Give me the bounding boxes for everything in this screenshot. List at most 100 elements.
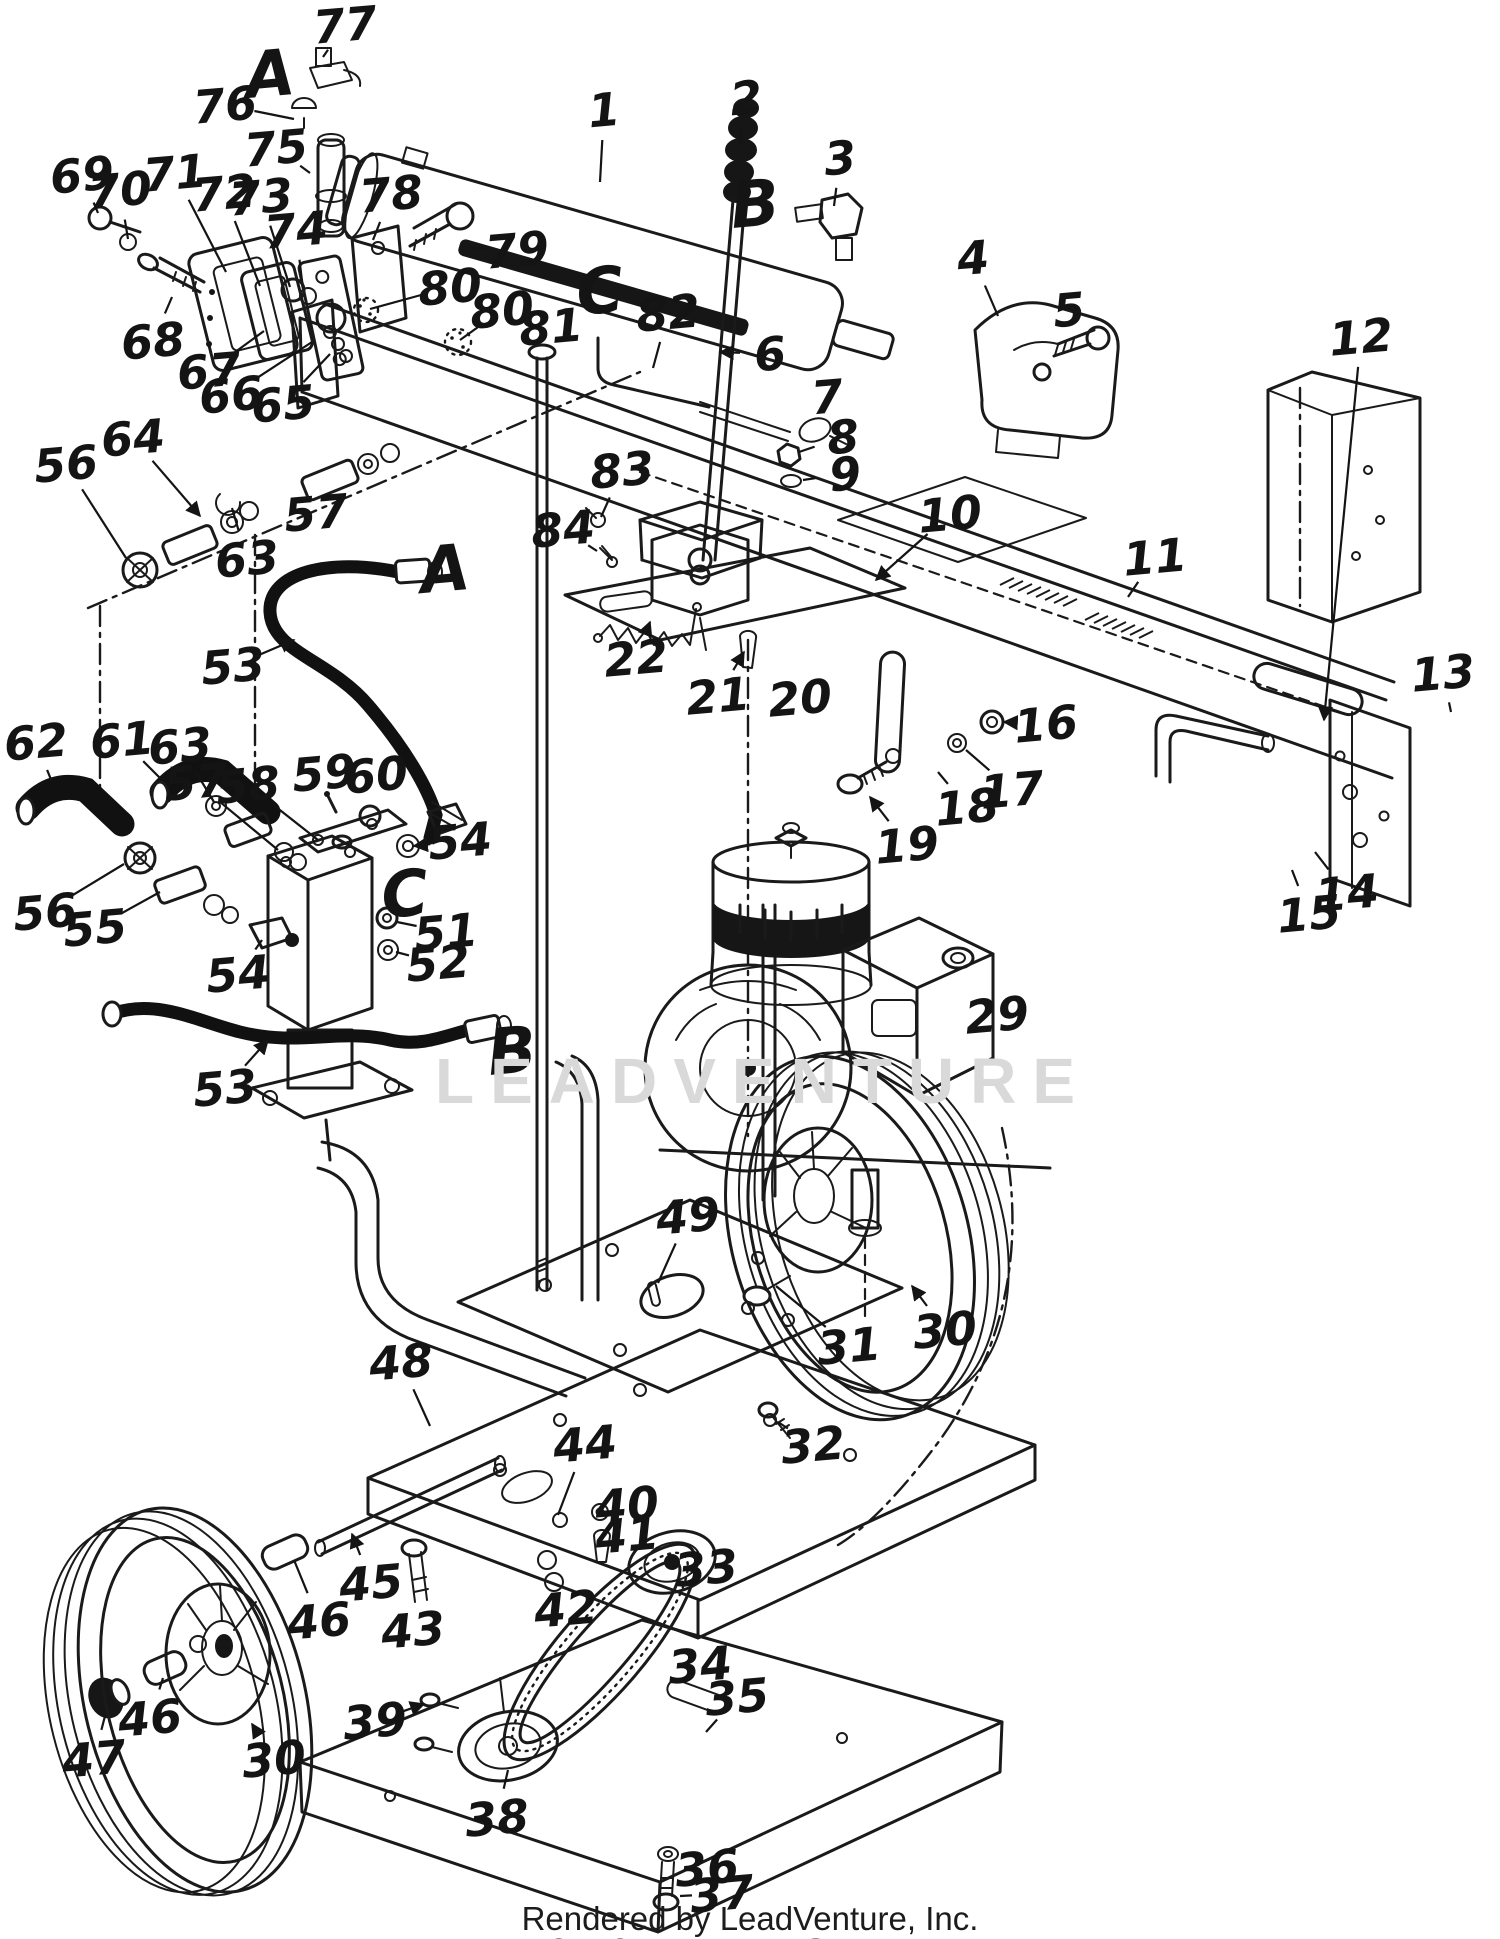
leader-53a (260, 638, 296, 656)
callout-80a: 80 (416, 257, 484, 316)
callout-61: 61 (88, 710, 156, 769)
leader-49 (656, 1242, 677, 1284)
callout-4: 4 (954, 230, 992, 287)
callout-12: 12 (1327, 307, 1395, 366)
callout-40: 40 (592, 1475, 661, 1534)
callout-48: 48 (366, 1332, 435, 1391)
callout-71: 71 (141, 143, 209, 202)
threaded-rod-hatch (999, 577, 1154, 639)
callout-14: 14 (1313, 863, 1381, 922)
leader-67 (232, 330, 265, 355)
link-18-hardware (836, 650, 1005, 795)
leader-15 (1290, 869, 1300, 887)
callout-21: 21 (684, 666, 752, 725)
callout-B2: B (484, 1013, 539, 1091)
callout-51: 51 (412, 902, 480, 961)
leader-77 (322, 49, 329, 58)
leader-66 (255, 341, 313, 380)
leader-17 (965, 749, 991, 772)
callout-30a: 30 (911, 1300, 979, 1359)
axle-assembly (88, 1455, 506, 1719)
callout-42: 42 (531, 1579, 600, 1638)
callout-11: 11 (1121, 527, 1189, 586)
carriage-plate-48 (366, 1328, 1037, 1640)
callout-29: 29 (963, 985, 1031, 1044)
leader-32 (777, 1421, 789, 1430)
callout-46a: 46 (284, 1591, 353, 1650)
leader-35 (705, 1718, 718, 1733)
leader-14 (1314, 851, 1330, 871)
hose-53-upper (263, 557, 463, 845)
leader-22 (637, 620, 653, 638)
callout-13: 13 (1409, 643, 1477, 702)
callout-72: 72 (190, 163, 258, 222)
callout-57b: 57 (162, 752, 230, 811)
callout-33: 33 (672, 1538, 740, 1597)
hydraulic-tubes (316, 638, 1014, 1547)
callout-16: 16 (1012, 694, 1080, 753)
callout-43: 43 (378, 1600, 447, 1659)
leader-12 (1317, 366, 1360, 722)
callout-63b: 63 (146, 716, 214, 775)
callout-70: 70 (86, 160, 154, 219)
leader-9 (802, 477, 816, 482)
callout-18: 18 (933, 777, 1001, 836)
callout-62: 62 (2, 712, 70, 771)
callout-31: 31 (815, 1316, 883, 1375)
callout-64: 64 (99, 408, 167, 467)
leader-11 (1127, 581, 1140, 598)
leader-38 (502, 1769, 510, 1790)
small-hardware-mid-beam (585, 417, 847, 568)
long-rod-81 (527, 343, 557, 1292)
callout-58: 58 (214, 755, 282, 814)
leader-19 (869, 795, 890, 822)
callout-59: 59 (290, 743, 358, 802)
callout-22: 22 (602, 628, 670, 687)
wedge-plate-12 (1266, 370, 1422, 624)
leader-2 (738, 127, 744, 146)
leader-63a (230, 507, 240, 531)
callout-49: 49 (653, 1186, 722, 1245)
leader-6 (718, 344, 741, 361)
leader-56b (70, 863, 125, 898)
upper-fitting-chain (86, 370, 642, 800)
callout-38: 38 (463, 1788, 531, 1847)
leader-71 (187, 199, 227, 273)
callout-2: 2 (728, 70, 765, 127)
leader-48 (412, 1388, 432, 1427)
callout-A1: A (237, 36, 298, 114)
callout-80b: 80 (468, 280, 536, 339)
callout-52: 52 (404, 933, 472, 992)
grease-spots-80 (352, 296, 473, 357)
callout-54a: 54 (426, 811, 494, 870)
callout-6: 6 (752, 326, 789, 383)
leader-74 (298, 259, 304, 282)
lock-wire-82 (596, 336, 791, 442)
engine-mount-plate (456, 1198, 904, 1394)
callout-A2: A (412, 531, 473, 609)
callout-3: 3 (822, 130, 859, 187)
leader-76 (254, 109, 295, 121)
main-beam (290, 298, 1412, 908)
callout-56a: 56 (32, 434, 100, 493)
leader-80a (369, 293, 422, 311)
leader-72 (233, 220, 262, 287)
callout-55: 55 (61, 898, 129, 957)
callout-73: 73 (227, 167, 295, 226)
leader-13 (1447, 702, 1453, 713)
callout-53a: 53 (199, 636, 267, 695)
engine (643, 822, 1052, 1322)
callout-41: 41 (592, 1505, 661, 1564)
callout-67: 67 (175, 341, 243, 400)
callout-65: 65 (249, 374, 317, 433)
callout-76: 76 (191, 75, 259, 134)
elbow-fitting-3 (794, 192, 864, 261)
coupler-4 (973, 301, 1120, 459)
leader-1 (598, 139, 604, 183)
leader-70 (123, 219, 130, 240)
callout-75: 75 (242, 118, 310, 177)
rendered-by-footer: Rendered by LeadVenture, Inc. (521, 1900, 979, 1937)
callout-1: 1 (586, 82, 623, 139)
